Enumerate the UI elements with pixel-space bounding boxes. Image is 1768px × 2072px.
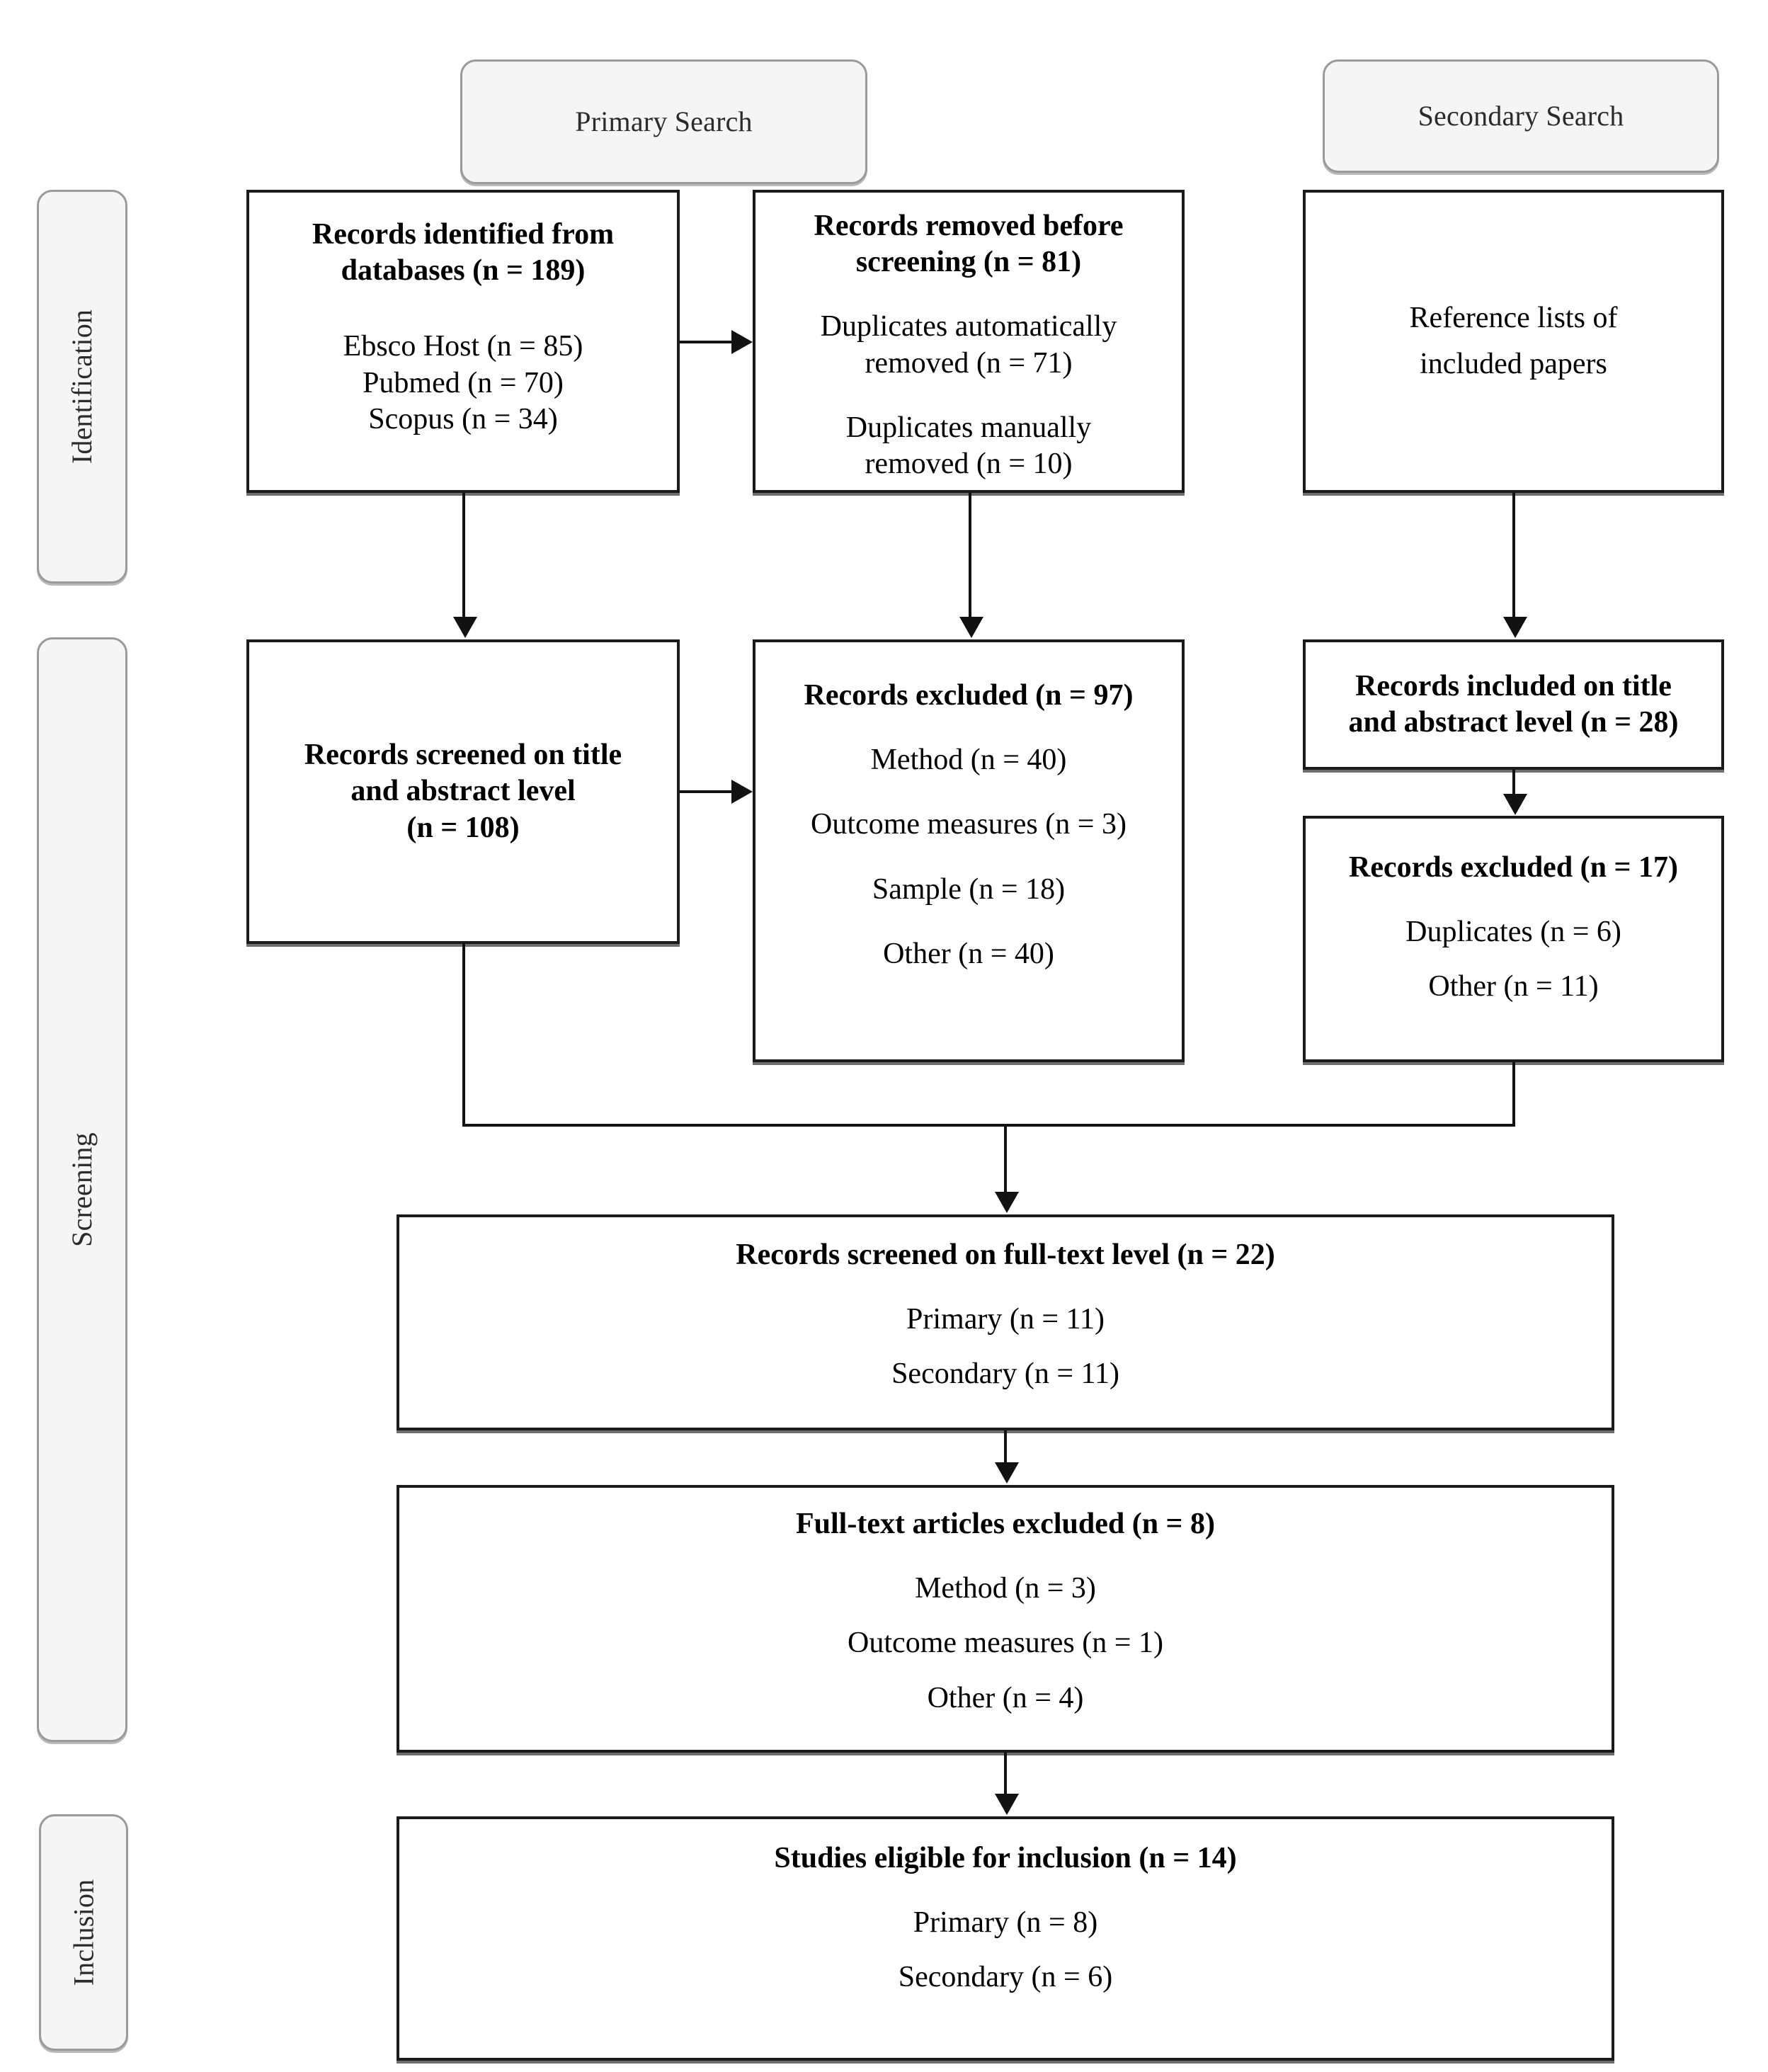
column-header-primary-search-label: Primary Search [575,106,753,137]
connector-identified-to-removed [680,341,731,343]
connector-fulltext-to-excluded [1004,1430,1007,1464]
box-studies-eligible-line-0: Primary (n = 8) [913,1906,1098,1940]
arrowhead-included-to-excluded-secondary [1503,794,1527,815]
stage-label-identification: Identification [37,190,127,584]
box-records-excluded-primary: Records excluded (n = 97) Method (n = 40… [753,639,1185,1062]
box-records-excluded-primary-line-2: Sample (n = 18) [872,872,1066,906]
arrowhead-merge-to-fulltext [995,1192,1019,1213]
stage-label-identification-text: Identification [66,309,98,465]
connector-merge-center-drop [1004,1124,1007,1192]
connector-merge-left-drop [462,944,465,1127]
box-records-removed-line-0: Duplicates automatically removed (n = 71… [820,310,1117,380]
arrowhead-excluded-to-eligible [995,1794,1019,1815]
box-records-excluded-primary-heading: Records excluded (n = 97) [804,679,1134,712]
column-header-secondary-search-label: Secondary Search [1418,100,1624,132]
arrowhead-identified-to-removed [731,330,753,354]
connector-removed-to-excluded [969,493,971,617]
connector-excluded-to-eligible [1004,1753,1007,1795]
box-records-screened-title-abstract-heading: Records screened on title and abstract l… [304,739,622,844]
arrowhead-identified-to-screened [453,617,477,638]
connector-included-to-excluded-secondary [1512,770,1515,795]
box-records-screened-fulltext-heading: Records screened on full-text level (n =… [736,1239,1275,1271]
stage-label-inclusion-text: Inclusion [67,1879,100,1986]
box-records-removed-line-1: Duplicates manually removed (n = 10) [845,411,1092,481]
box-records-excluded-primary-line-0: Method (n = 40) [870,744,1067,777]
stage-label-inclusion: Inclusion [39,1814,128,2051]
arrowhead-screened-to-excluded [731,780,753,804]
box-records-removed-before-screening: Records removed before screening (n = 81… [753,190,1185,493]
column-header-primary-search: Primary Search [460,59,867,184]
box-records-screened-fulltext-line-0: Primary (n = 11) [906,1303,1105,1336]
connector-identified-to-screened [462,493,465,617]
box-reference-lists: Reference lists of included papers [1303,190,1724,493]
box-records-identified: Records identified from databases (n = 1… [246,190,680,493]
box-fulltext-excluded-line-1: Outcome measures (n = 1) [848,1627,1163,1660]
arrowhead-removed-to-excluded [959,617,983,638]
box-records-excluded-secondary-heading: Records excluded (n = 17) [1349,851,1678,884]
connector-screened-to-excluded [680,790,731,793]
box-records-screened-title-abstract: Records screened on title and abstract l… [246,639,680,944]
arrowhead-reference-to-included [1503,617,1527,638]
box-records-identified-heading: Records identified from databases (n = 1… [312,218,615,288]
column-header-secondary-search: Secondary Search [1323,59,1719,173]
connector-reference-to-included [1512,493,1515,617]
box-records-included-title-abstract-heading: Records included on title and abstract l… [1348,669,1679,739]
box-records-included-title-abstract: Records included on title and abstract l… [1303,639,1724,770]
connector-merge-bar [462,1124,1515,1127]
box-fulltext-excluded-line-0: Method (n = 3) [915,1572,1096,1605]
box-records-removed-heading: Records removed before screening (n = 81… [814,210,1124,279]
box-records-excluded-primary-line-1: Outcome measures (n = 3) [811,808,1127,841]
box-records-excluded-secondary-line-0: Duplicates (n = 6) [1405,916,1621,949]
box-records-screened-fulltext-line-1: Secondary (n = 11) [891,1357,1119,1391]
box-records-identified-line-2: Scopus (n = 34) [368,402,558,436]
box-fulltext-excluded-heading: Full-text articles excluded (n = 8) [796,1508,1215,1540]
box-fulltext-excluded: Full-text articles excluded (n = 8) Meth… [397,1485,1614,1753]
box-fulltext-excluded-line-2: Other (n = 4) [927,1681,1084,1714]
box-records-identified-line-1: Pubmed (n = 70) [363,366,564,399]
box-records-screened-fulltext: Records screened on full-text level (n =… [397,1214,1614,1430]
box-studies-eligible-heading: Studies eligible for inclusion (n = 14) [774,1842,1237,1874]
box-studies-eligible: Studies eligible for inclusion (n = 14) … [397,1816,1614,2061]
box-reference-lists-line-0: Reference lists of included papers [1409,301,1618,380]
box-records-excluded-primary-line-3: Other (n = 40) [883,937,1054,970]
arrowhead-fulltext-to-excluded [995,1462,1019,1484]
box-records-identified-line-0: Ebsco Host (n = 85) [343,330,583,363]
box-studies-eligible-line-1: Secondary (n = 6) [898,1961,1113,1994]
connector-merge-right-drop [1512,1062,1515,1127]
stage-label-screening-text: Screening [66,1132,98,1247]
box-records-excluded-secondary-line-1: Other (n = 11) [1428,970,1599,1003]
box-records-excluded-secondary: Records excluded (n = 17) Duplicates (n … [1303,816,1724,1062]
stage-label-screening: Screening [37,637,127,1742]
